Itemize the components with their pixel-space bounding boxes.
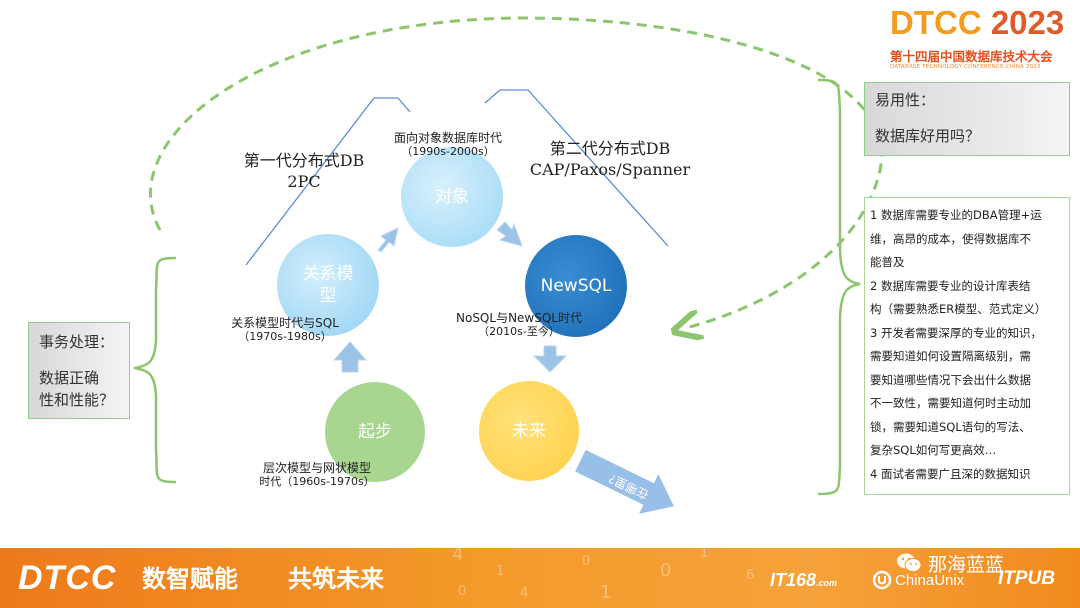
transaction-box-line1: 事务处理： [39,333,115,351]
sponsor-it168-suffix: .com [816,578,838,588]
gen1-bracket [245,97,411,266]
flow-arrows [332,221,568,373]
generation1-sub: 2PC [287,172,321,191]
caption-object-line2: （1990s-2000s） [401,145,495,158]
circle-relational-label1: 关系模 [302,264,354,284]
usability-box: 易用性： 数据库好用吗？ [864,82,1070,156]
footer-digit: 0 [458,584,467,599]
list-item: 需要知道如何设置隔离级别，需 [870,349,1031,363]
list-item: 能普及 [870,255,905,269]
conference-logo: DTCC 2023 第十四届中国数据库技术大会 DATABASE TECHNOL… [888,4,1074,76]
circle-start: 起步 [325,382,425,482]
caption-relational-line1: 关系模型时代与SQL [231,316,339,330]
generation1-title: 第一代分布式DB [243,151,365,170]
footer-digit: 6 [746,568,755,583]
list-item: 不一致性，需要知道何时主动加 [870,396,1031,410]
circle-newsql-label: NewSQL [540,276,612,296]
footer-digit: 1 [700,548,709,561]
list-item: 要知道哪些情况下会出什么数据 [870,372,1031,387]
list-item: 锁，需要知道SQL语句的写法、 [870,419,1031,434]
list-item: 2 数据库需要专业的设计库表结 [870,278,1031,293]
footer-digit: 4 [452,548,464,565]
wechat-account-name: 那海蓝蓝 [928,553,1005,576]
sponsor-it168-name: IT168 [770,570,817,590]
list-item: 复杂SQL如何写更高效… [870,443,997,457]
chinaunix-icon [872,570,892,590]
caption-object-line1: 面向对象数据库时代 [393,131,502,145]
generation2-title: 第二代分布式DB [549,139,671,158]
caption-start-line1: 层次模型与网状模型 [262,461,371,475]
arrow-object-to-newsql [496,221,523,247]
arrow-newsql-to-future [532,345,568,373]
generation2-sub: CAP/Paxos/Spanner [529,160,691,179]
generation1-label: 第一代分布式DB 2PC [222,150,386,192]
circle-newsql: NewSQL [525,235,627,337]
arrow-relational-to-object [377,227,399,253]
caption-relational-line2: （1970s-1980s） [238,330,332,343]
footer-digit: 4 [520,586,529,601]
footer-digit: 0 [660,560,672,581]
list-item: 构（需要熟悉ER模型、范式定义） [870,302,1047,316]
sponsor-chinaunix: ChinaUnix [872,570,964,590]
footer-digit: 1 [496,564,505,579]
wechat-account: 那海蓝蓝 [896,550,1004,576]
caption-newsql-line2: （2010s-至今） [478,325,560,338]
footer-digit: 0 [582,554,591,569]
footer-slogan-2: 共筑未来 [288,565,384,593]
transaction-box-line3: 性和性能？ [39,391,115,409]
conference-title-cn: 第十四届中国数据库技术大会 [890,49,1053,64]
usability-issues-list: 1 数据库需要专业的DBA管理+运维，高昂的成本，使得数据库不能普及 2 数据库需… [864,197,1070,495]
caption-start: 层次模型与网状模型 时代（1960s-1970s） [250,461,384,489]
circle-object: 对象 [401,147,503,247]
list-item: 维，高昂的成本，使得数据库不 [870,231,1031,246]
usability-box-line2: 数据库好用吗？ [875,127,981,145]
usability-box-line1: 易用性： [875,91,936,109]
generation2-label: 第二代分布式DB CAP/Paxos/Spanner [512,138,708,180]
circle-future: 未来 [479,381,579,481]
future-arrow: 在哪里？ [575,449,674,514]
footer-slogan-1: 数智赋能 [142,565,238,593]
caption-relational: 关系模型时代与SQL （1970s-1980s） [220,316,350,344]
conference-title-en: DATABASE TECHNOLOGY CONFERENCE CHINA 202… [890,64,1041,70]
caption-object: 面向对象数据库时代 （1990s-2000s） [384,131,512,159]
dashed-cycle-arc [148,16,884,328]
gen2-bracket [484,89,669,247]
left-brace [133,256,177,484]
circle-start-label: 起步 [358,422,392,442]
footer-digit: 1 [600,582,612,603]
sponsor-it168: IT168.com [770,570,837,591]
sponsor-chinaunix-name: ChinaUnix [895,571,965,589]
circle-relational: 关系模型 [277,234,379,336]
logo-year: 2023 [990,4,1065,41]
wechat-icon [897,553,922,572]
transaction-box-line2: 数据正确 [39,369,100,387]
list-item: 1 数据库需要专业的DBA管理+运 [870,208,1042,222]
caption-start-line2: 时代（1960s-1970s） [259,475,375,488]
caption-newsql-line1: NoSQL与NewSQL时代 [456,311,582,325]
sponsor-itpub: ITPUB [998,568,1055,589]
list-item: 3 开发者需要深厚的专业的知识， [870,325,1042,340]
circle-future-label: 未来 [512,421,546,441]
right-brace [817,78,861,496]
circle-relational-label2: 型 [319,286,337,306]
transaction-box: 事务处理： 数据正确 性和性能？ [28,322,130,419]
circle-object-label: 对象 [435,187,469,207]
list-item: 4 面试者需要广且深的数据知识 [870,466,1031,481]
caption-newsql: NoSQL与NewSQL时代 （2010s-至今） [454,311,584,339]
arrow-start-to-relational [332,341,368,373]
logo-dtcc: DTCC [890,4,982,41]
footer-logo: DTCC [18,559,117,597]
